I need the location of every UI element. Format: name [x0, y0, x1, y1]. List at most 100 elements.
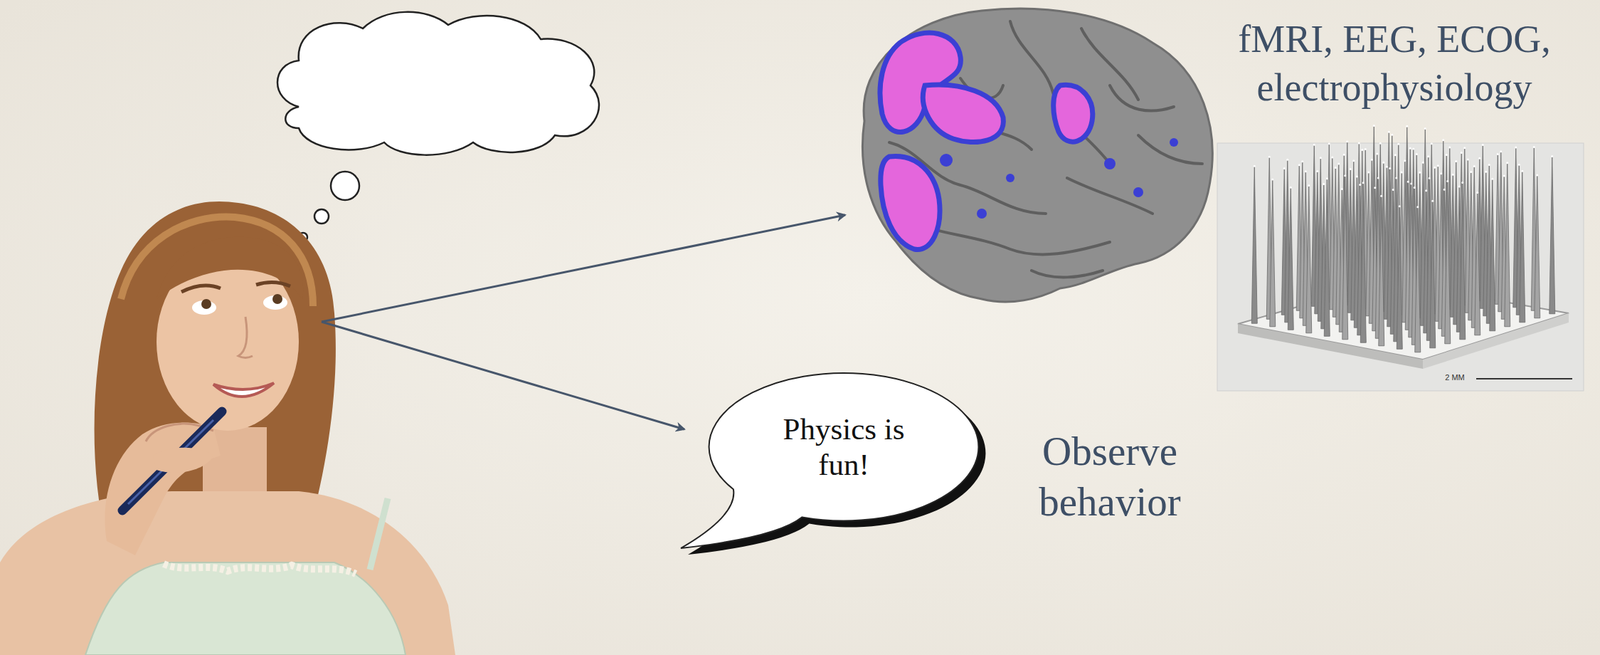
spike-tip: [1337, 162, 1340, 165]
speech-bubble: Physics is fun!: [673, 367, 995, 557]
spike-tip: [1478, 157, 1481, 160]
spike-tip: [1390, 133, 1393, 136]
spike-tip: [1298, 163, 1301, 166]
electrode-spike: [1323, 178, 1330, 337]
bubble-shape: [680, 372, 979, 548]
spike-tip: [1313, 143, 1316, 146]
spike-tip: [1428, 177, 1431, 180]
spike-tip: [1454, 160, 1458, 163]
spike-tip: [1550, 155, 1554, 158]
spike-tip: [1473, 165, 1476, 168]
spike-tip: [1271, 178, 1274, 181]
spike-tip: [1439, 172, 1443, 175]
spike-tip: [1458, 184, 1461, 188]
spike-tip: [1499, 150, 1502, 153]
behavior-label: Observe behavior: [999, 425, 1221, 528]
spike-tip: [1452, 173, 1455, 176]
spike-tip: [1416, 205, 1419, 208]
spike-tip: [1319, 156, 1322, 159]
spike-tip: [1346, 140, 1349, 143]
spike-tip: [1304, 170, 1307, 173]
spike-tip: [1410, 182, 1413, 185]
spike-tip: [1380, 194, 1383, 198]
spike-tip: [1437, 164, 1440, 167]
spike-tip: [1491, 177, 1494, 180]
spike-tip: [1397, 142, 1400, 146]
spike-tip: [1535, 174, 1539, 177]
electrode-spike: [1489, 178, 1496, 331]
electrode-spike: [1287, 187, 1294, 330]
scale-label: 2 MM: [1437, 372, 1473, 383]
spike-tip: [1377, 177, 1380, 180]
spike-tip: [1364, 147, 1367, 151]
spike-tip: [1392, 188, 1395, 191]
electrode-spike: [1378, 195, 1385, 346]
spike-tip: [1352, 159, 1355, 162]
spike-tip: [1442, 138, 1445, 141]
electrode-spike: [1504, 162, 1511, 327]
spike-tip: [1460, 151, 1463, 154]
spike-tip: [1412, 147, 1415, 151]
electrode-spikes: [1251, 124, 1556, 353]
spike-tip: [1307, 184, 1310, 187]
spike-tip: [1398, 204, 1401, 208]
electrode-spike: [1306, 185, 1312, 333]
spike-tip: [1407, 180, 1410, 183]
spike-tip: [1343, 153, 1346, 156]
spike-tip: [1343, 174, 1347, 177]
spike-tip: [1358, 183, 1361, 186]
spike-tip: [1341, 187, 1344, 190]
electrode-spike: [1429, 200, 1436, 348]
spike-tip: [1409, 147, 1412, 150]
spike-tip: [1506, 161, 1509, 164]
spike-tip: [1514, 145, 1517, 148]
spike-tip: [1415, 152, 1418, 156]
spike-tip: [1268, 155, 1271, 158]
woman-illustration: [0, 201, 456, 655]
spike-tip: [1418, 171, 1421, 174]
electrode-spike: [1549, 156, 1556, 314]
spike-tip: [1328, 142, 1331, 145]
spike-tip: [1466, 157, 1470, 161]
spike-tip: [1394, 153, 1397, 156]
spike-tip: [1253, 165, 1256, 168]
method-label: fMRI, EEG, ECOG, electrophysiology: [1202, 15, 1587, 112]
spike-tip: [1445, 153, 1448, 156]
spike-tip: [1322, 182, 1325, 185]
spike-tip: [1503, 175, 1506, 178]
spike-tip: [1362, 181, 1365, 184]
spike-tip: [1382, 161, 1385, 164]
spike-tip: [1370, 158, 1374, 161]
spike-tip: [1326, 177, 1329, 180]
spike-tip: [1463, 146, 1466, 149]
electrode-spike: [1519, 170, 1526, 323]
spike-tip: [1433, 166, 1436, 169]
spike-tip: [1360, 148, 1364, 151]
spike-tip: [1289, 186, 1292, 189]
spike-tip: [1448, 145, 1451, 148]
electrode-spike: [1474, 192, 1481, 335]
spike-tip: [1469, 170, 1472, 173]
electrode-spike: [1415, 207, 1421, 353]
spike-tip: [1367, 170, 1370, 173]
spike-tip: [1301, 160, 1304, 163]
spike-tip: [1488, 163, 1491, 166]
electrode-spike: [1459, 182, 1466, 340]
brain-illustration: [862, 8, 1213, 302]
spike-tip: [1430, 142, 1433, 145]
spike-tip: [1403, 159, 1406, 162]
spike-tip: [1358, 142, 1361, 145]
electrode-spike: [1396, 206, 1403, 350]
electrode-spike: [1251, 165, 1258, 323]
spike-tip: [1533, 145, 1536, 148]
spike-tip: [1379, 142, 1382, 145]
spike-tip: [1316, 170, 1319, 173]
spike-tip: [1400, 170, 1403, 173]
electrode-spike: [1534, 175, 1541, 319]
spike-tip: [1424, 127, 1427, 130]
spike-tip: [1355, 175, 1359, 178]
electrode-spike: [1342, 175, 1349, 340]
spike-tip: [1496, 152, 1499, 156]
